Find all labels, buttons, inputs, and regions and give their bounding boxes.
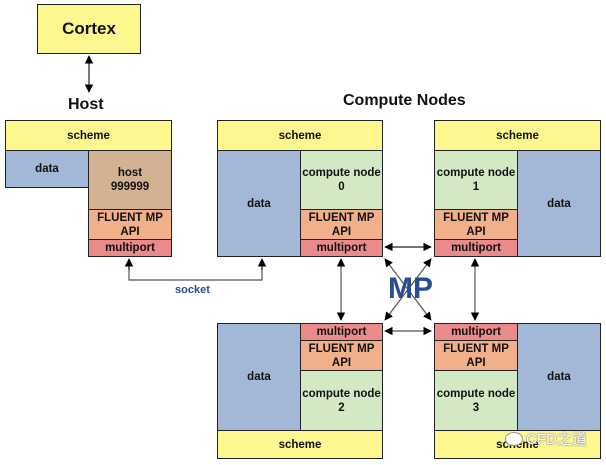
- host-data: data: [5, 150, 89, 188]
- socket-connector: [128, 260, 263, 281]
- host-multiport: multiport: [88, 239, 172, 257]
- compute-node-1: scheme compute node 1 FLUENT MP API mult…: [434, 120, 601, 257]
- node1-multiport: multiport: [434, 239, 518, 257]
- node0-scheme: scheme: [217, 120, 383, 151]
- node2-process: compute node 2: [300, 370, 383, 431]
- node0-multiport: multiport: [300, 239, 383, 257]
- socket-label: socket: [175, 284, 210, 296]
- node2-scheme: scheme: [217, 430, 383, 459]
- compute-node-3: multiport FLUENT MP API compute node 3 d…: [434, 323, 601, 459]
- node3-fluent-api: FLUENT MP API: [434, 340, 518, 371]
- compute-nodes-title: Compute Nodes: [343, 92, 466, 109]
- node0-process: compute node 0: [300, 150, 383, 210]
- host-fluent-api: FLUENT MP API: [88, 209, 172, 240]
- node3-multiport: multiport: [434, 323, 518, 341]
- host-process: host 999999: [88, 150, 172, 210]
- host-box: scheme data host 999999 FLUENT MP API mu…: [5, 120, 172, 257]
- node2-fluent-api: FLUENT MP API: [300, 340, 383, 371]
- watermark: CFD之道: [505, 428, 587, 449]
- node1-data: data: [517, 150, 601, 257]
- node2-multiport: multiport: [300, 323, 383, 341]
- host-scheme: scheme: [5, 120, 172, 151]
- link-node1-node2: [384, 258, 432, 321]
- mp-label: MP: [388, 272, 433, 305]
- node1-process: compute node 1: [434, 150, 518, 210]
- compute-node-2: data multiport FLUENT MP API compute nod…: [217, 323, 383, 459]
- host-title: Host: [68, 96, 104, 113]
- node1-fluent-api: FLUENT MP API: [434, 209, 518, 240]
- node0-fluent-api: FLUENT MP API: [300, 209, 383, 240]
- node3-process: compute node 3: [434, 370, 518, 431]
- wechat-icon: [505, 431, 523, 446]
- compute-node-0: scheme data compute node 0 FLUENT MP API…: [217, 120, 383, 257]
- watermark-text: CFD之道: [526, 431, 587, 448]
- node1-scheme: scheme: [434, 120, 601, 151]
- node0-data: data: [217, 150, 301, 257]
- cortex-box: Cortex: [37, 4, 141, 54]
- node3-data: data: [517, 323, 601, 431]
- node2-data: data: [217, 323, 301, 431]
